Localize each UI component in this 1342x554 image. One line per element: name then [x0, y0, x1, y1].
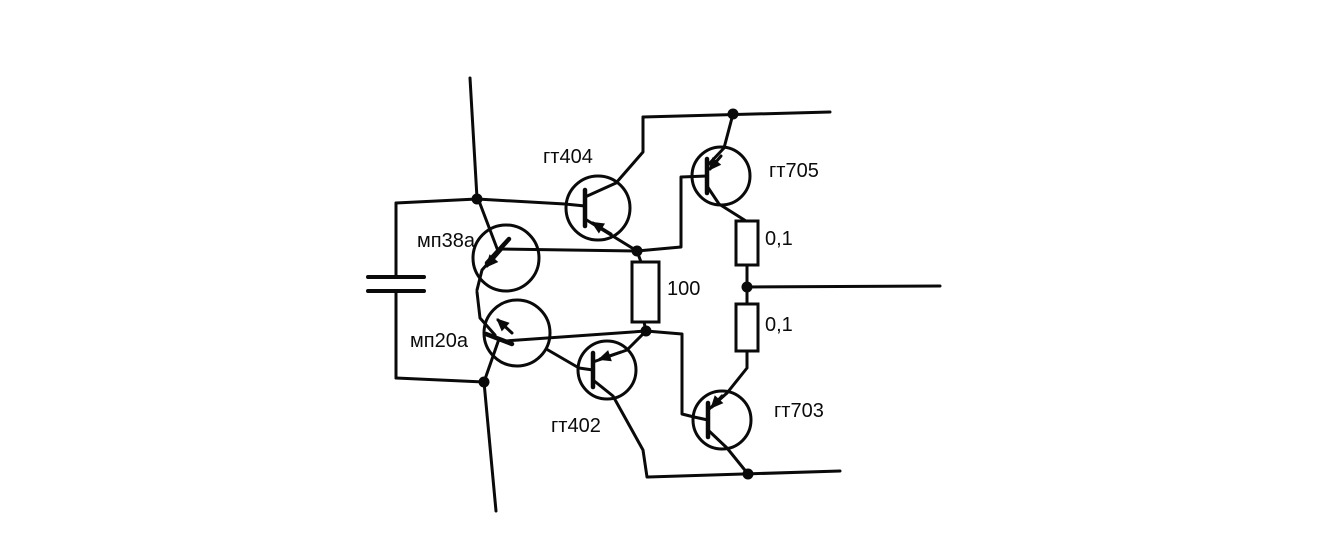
- transistor-gt705-circle: [690, 145, 752, 207]
- transistor-mp38a-circle: [471, 223, 541, 293]
- label-r100: 100: [667, 278, 700, 300]
- label-mp20a: мп20а: [410, 330, 469, 352]
- gt703-emitter-arrow: [710, 394, 724, 409]
- junction-dot-bottom-left: [478, 376, 490, 388]
- gt404-emitter-arrow: [591, 221, 613, 236]
- mp38a-emitter-arrow: [485, 248, 503, 268]
- mp20a-emitter-arrow: [496, 318, 514, 335]
- wire-gt703-base: [644, 329, 710, 422]
- label-r01-top: 0,1: [765, 228, 793, 250]
- label-mp38a: мп38а: [417, 230, 476, 252]
- wire-gt404-collector: [583, 115, 645, 199]
- junction-dot-r100-top: [631, 245, 643, 257]
- wire-node-b-left: [394, 376, 486, 384]
- transistor-mp38a-base-bar: [484, 236, 512, 266]
- gt705-emitter-arrow: [708, 154, 723, 171]
- transistor-gt402-circle: [576, 339, 638, 401]
- wire-gt402-base: [546, 348, 595, 372]
- label-gt703: гт703: [774, 400, 824, 422]
- wire-gt705-base: [635, 174, 709, 253]
- wire-output-bottom-left: [482, 380, 498, 513]
- wire-node-a-left: [394, 197, 479, 205]
- wire-gt402-collector: [591, 378, 649, 479]
- resistor-01-bottom-body: [734, 302, 760, 353]
- gt402-emitter-arrow: [597, 350, 623, 362]
- label-gt404: гт404: [543, 146, 593, 168]
- wire-mp20a-collector: [503, 329, 648, 343]
- label-gt402: гт402: [551, 415, 601, 437]
- wire-mp20a-base: [482, 337, 501, 384]
- wire-mp38a-collector: [498, 247, 639, 253]
- transistor-gt703-circle: [691, 389, 753, 451]
- transistor-gt404-circle: [564, 174, 632, 242]
- wire-mp20a-emitter: [475, 290, 497, 337]
- junction-dot-bottom-rail: [742, 468, 754, 480]
- wire-input-top: [468, 76, 479, 200]
- wire-output-mid: [745, 284, 942, 289]
- junction-dot-r100-bottom: [640, 325, 652, 337]
- wire-gt703-collector: [706, 428, 750, 476]
- transistor-mp20a-base-bar: [483, 331, 515, 347]
- wire-node-a-to-gt404-base: [475, 197, 587, 208]
- label-r01-bottom: 0,1: [765, 314, 793, 336]
- junction-dot-top-rail: [727, 108, 739, 120]
- resistor-01-top-body: [734, 219, 760, 267]
- junction-dot-input: [471, 193, 483, 205]
- resistor-100-body: [630, 260, 661, 324]
- wire-r01-bottom-to-gt703: [725, 349, 749, 395]
- wire-mp38a-base: [477, 199, 500, 253]
- label-gt705: гт705: [769, 160, 819, 182]
- junction-dot-output-mid: [741, 281, 753, 293]
